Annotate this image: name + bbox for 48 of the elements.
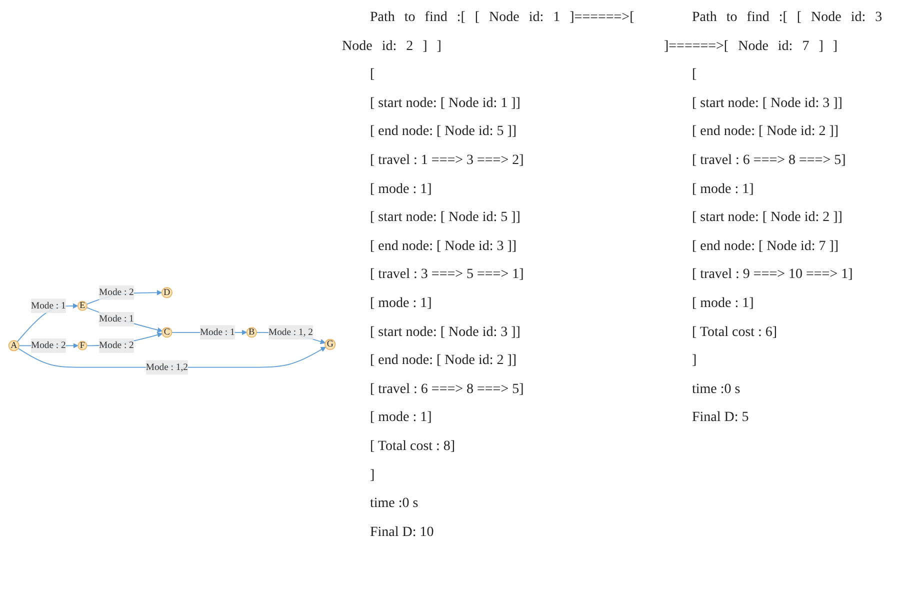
output-line: time :0 s [369, 495, 420, 514]
edge-label: Mode : 1 [200, 326, 235, 338]
edge-label: Mode : 1, 2 [268, 326, 313, 338]
output-line: [ start node: [ Node id: 1 ]] [369, 94, 522, 113]
output-line: [ travel : 6 ===> 8 ===> 5] [691, 152, 847, 170]
output-line: time :0 s [691, 380, 742, 399]
output-line: [ travel : 3 ===> 5 ===> 1] [369, 266, 525, 284]
node-circle: B [246, 327, 257, 338]
output-line: [ end node: [ Node id: 3 ]] [369, 238, 518, 256]
output-line: [ start node: [ Node id: 5 ]] [369, 209, 522, 228]
node-circle: F [78, 340, 88, 350]
output-line: [ mode : 1] [369, 294, 433, 313]
output-line: [ start node: [ Node id: 2 ]] [691, 209, 844, 228]
output-line: [ mode : 1] [691, 180, 755, 199]
node-circle: D [161, 287, 172, 298]
output-line: [ start node: [ Node id: 3 ]] [369, 324, 522, 342]
edge-label: Mode : 2 [99, 340, 134, 350]
node-circle: A [8, 340, 20, 352]
arrow [86, 307, 162, 333]
output-line: Path to find :[ [ Node id: 3 ]======>[ Node id: 7 ] ] [664, 9, 884, 56]
node-circle: C [162, 327, 172, 338]
output-line: Final D: 10 [369, 524, 435, 542]
output-line: ] [691, 352, 698, 370]
output-line: [ travel : 1 ===> 3 ===> 2] [369, 152, 525, 170]
output-line: [ mode : 1] [369, 409, 433, 428]
output-line: [ Total cost : 6] [691, 324, 778, 342]
node-circle: E [77, 300, 88, 311]
output-line: Final D: 5 [691, 409, 750, 428]
output-line: [ end node: [ Node id: 2 ]] [369, 352, 518, 370]
output-line: [ mode : 1] [369, 180, 433, 199]
output-line: [ end node: [ Node id: 5 ]] [369, 123, 518, 142]
output-line: Path to find :[ [ Node id: 1 ]======>[ Node id: 2 ] ] [342, 9, 636, 56]
edge-label: Mode : 1 [31, 300, 66, 311]
node-circle: G [324, 338, 336, 350]
output-line: [ start node: [ Node id: 3 ]] [691, 94, 844, 113]
output-line: ] [369, 466, 376, 484]
output-line: [ travel : 6 ===> 8 ===> 5] [369, 380, 525, 399]
edge-label: Mode : 2 [99, 287, 134, 298]
output-line: [ end node: [ Node id: 7 ]] [691, 238, 840, 256]
output-line: [ [369, 66, 376, 84]
output-line: [ end node: [ Node id: 2 ]] [691, 123, 840, 142]
edge-label: Mode : 2 [31, 340, 66, 350]
edge-label: Mode : 1 [99, 314, 134, 324]
output-line: [ Total cost : 8] [369, 438, 456, 456]
edge-label: Mode : 1,2 [146, 362, 188, 372]
output-line: [ travel : 9 ===> 10 ===> 1] [691, 266, 854, 284]
output-line: [ mode : 1] [691, 294, 755, 313]
output-line: [ [691, 66, 698, 84]
